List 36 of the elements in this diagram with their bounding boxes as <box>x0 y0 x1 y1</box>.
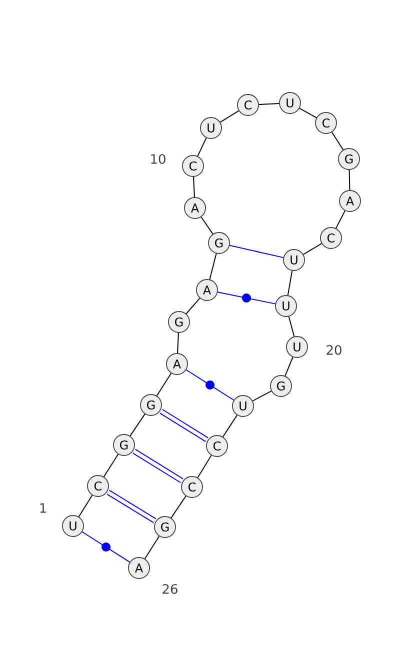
backbone-line <box>197 454 212 478</box>
backbone-line <box>220 110 240 123</box>
position-number: 20 <box>326 345 342 355</box>
base-pair-line <box>217 292 276 304</box>
base-pair-line <box>132 448 184 484</box>
backbone-line <box>302 243 322 255</box>
backbone-line <box>209 253 217 280</box>
backbone-line <box>193 176 195 198</box>
backbone-line <box>331 132 344 150</box>
base-pair-line <box>186 369 234 401</box>
backbone-line <box>78 494 93 518</box>
backbone-line <box>284 356 294 376</box>
base-pair-line <box>160 408 208 442</box>
backbone-line <box>170 496 186 518</box>
base-pair-line <box>82 531 130 563</box>
backbone-line <box>258 103 280 105</box>
backbone-line <box>130 414 146 436</box>
backbone-line <box>156 372 172 396</box>
backbone-line <box>197 137 207 157</box>
backbone-line <box>252 390 272 402</box>
position-number: 1 <box>40 503 46 513</box>
backbone-line <box>348 169 350 191</box>
backbone-line <box>200 216 214 234</box>
base-pair-line <box>229 244 284 258</box>
backbone-line <box>299 108 317 118</box>
backbone-line <box>336 210 346 229</box>
backbone-line <box>177 332 179 354</box>
backbone-line <box>222 414 238 438</box>
backbone-line <box>103 454 119 478</box>
backbone-line <box>288 316 295 337</box>
position-number: 26 <box>162 584 178 594</box>
position-number: 10 <box>151 154 166 164</box>
backbone-line <box>144 536 160 560</box>
base-pair-line <box>106 490 156 524</box>
backbone-line <box>186 298 200 314</box>
backbone-line <box>287 270 293 296</box>
